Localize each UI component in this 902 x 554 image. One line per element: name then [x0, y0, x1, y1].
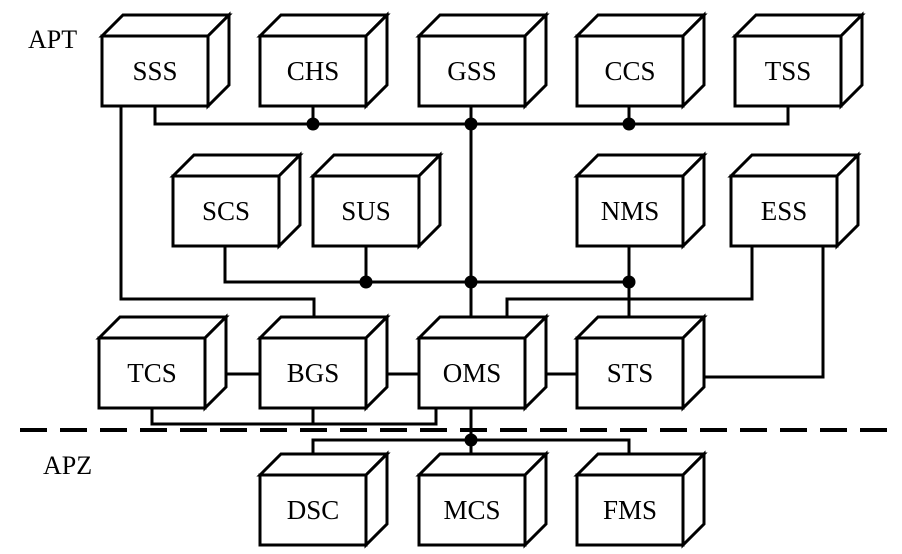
- box-front-face: [733, 34, 843, 108]
- box-bgs: BGS: [256, 313, 391, 412]
- junction-dots: [306, 117, 636, 447]
- box-label-scs: SCS: [202, 196, 250, 226]
- box-ccs: CCS: [573, 11, 708, 110]
- junction-dot: [464, 275, 478, 289]
- box-label-gss: GSS: [447, 56, 497, 86]
- junction-dot: [622, 117, 636, 131]
- box-tcs: TCS: [95, 313, 230, 412]
- box-front-face: [417, 336, 527, 410]
- box-label-dsc: DSC: [287, 495, 340, 525]
- box-front-face: [575, 174, 685, 248]
- box-label-sts: STS: [607, 358, 654, 388]
- region-label-apz: APZ: [43, 451, 92, 480]
- boxes: SSS CHS GSS CCS TSS SCS SUS NMS ESS TCS BGS OMS STS D…: [95, 11, 866, 549]
- junction-dot: [622, 275, 636, 289]
- box-sus: SUS: [309, 151, 444, 250]
- box-front-face: [417, 34, 527, 108]
- ess-sts-link: [695, 247, 825, 379]
- box-front-face: [311, 174, 421, 248]
- box-front-face: [97, 336, 207, 410]
- sss-bgs-link: [119, 106, 316, 325]
- box-front-face: [575, 473, 685, 547]
- box-front-face: [258, 473, 368, 547]
- box-front-face: [258, 34, 368, 108]
- box-label-chs: CHS: [287, 56, 340, 86]
- box-label-ccs: CCS: [604, 56, 655, 86]
- box-gss: GSS: [415, 11, 550, 110]
- junction-dot: [464, 117, 478, 131]
- box-nms: NMS: [573, 151, 708, 250]
- box-front-face: [258, 336, 368, 410]
- ess-oms-link: [505, 247, 754, 325]
- box-front-face: [575, 336, 685, 410]
- box-chs: CHS: [256, 11, 391, 110]
- box-front-face: [100, 34, 210, 108]
- box-label-tss: TSS: [765, 56, 812, 86]
- box-label-mcs: MCS: [443, 495, 500, 525]
- box-mcs: MCS: [415, 450, 550, 549]
- middle-bus-line: [223, 247, 629, 284]
- box-front-face: [171, 174, 281, 248]
- box-label-oms: OMS: [443, 358, 502, 388]
- box-front-face: [417, 473, 527, 547]
- box-label-sus: SUS: [341, 196, 391, 226]
- box-sss: SSS: [98, 11, 233, 110]
- junction-dot: [464, 433, 478, 447]
- box-sts: STS: [573, 313, 708, 412]
- box-label-fms: FMS: [603, 495, 657, 525]
- box-label-nms: NMS: [601, 196, 660, 226]
- box-scs: SCS: [169, 151, 304, 250]
- junction-dot: [306, 117, 320, 131]
- box-oms: OMS: [415, 313, 550, 412]
- box-front-face: [729, 174, 839, 248]
- junction-dot: [359, 275, 373, 289]
- box-label-tcs: TCS: [127, 358, 177, 388]
- box-ess: ESS: [727, 151, 862, 250]
- region-label-apt: APT: [28, 25, 77, 54]
- box-label-bgs: BGS: [287, 358, 340, 388]
- box-label-ess: ESS: [761, 196, 808, 226]
- row3-lower-bus: [150, 409, 438, 426]
- box-fms: FMS: [573, 450, 708, 549]
- box-tss: TSS: [731, 11, 866, 110]
- box-label-sss: SSS: [132, 56, 177, 86]
- box-front-face: [575, 34, 685, 108]
- box-dsc: DSC: [256, 450, 391, 549]
